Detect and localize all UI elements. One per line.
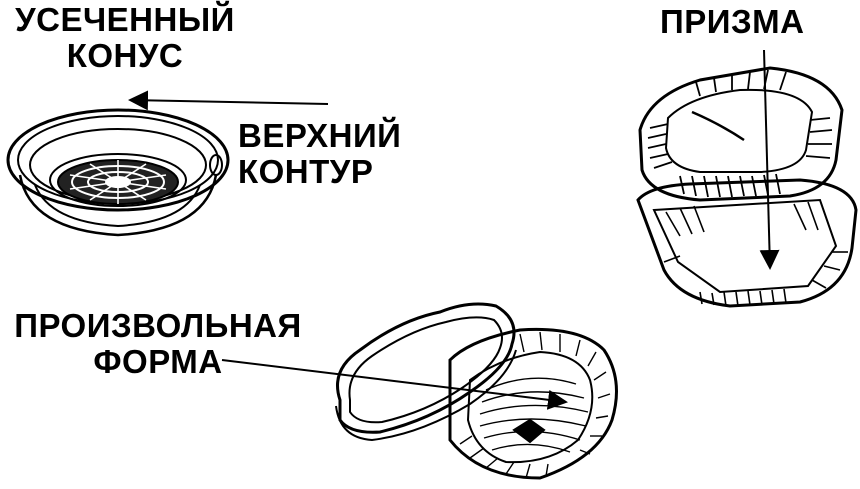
heart-container-illustration	[335, 302, 618, 480]
label-free-form-line1: ПРОИЗВОЛЬНАЯ	[14, 307, 302, 344]
label-free-form: ПРОИЗВОЛЬНАЯ ФОРМА	[2, 308, 314, 380]
free-form-arrow	[221, 359, 568, 410]
label-free-form-line2: ФОРМА	[93, 343, 223, 380]
top-contour-arrow	[128, 90, 329, 111]
square-container-illustration	[636, 66, 858, 308]
label-top-contour-line2: КОНТУР	[238, 153, 374, 190]
label-prism-line1: ПРИЗМА	[660, 3, 805, 40]
label-top-contour-line1: ВЕРХНИЙ	[238, 117, 402, 154]
prism-arrow	[759, 49, 780, 270]
round-bowl-illustration	[6, 108, 230, 237]
label-truncated-cone-line2: КОНУС	[66, 37, 184, 74]
label-prism: ПРИЗМА	[660, 4, 804, 40]
label-truncated-cone-line1: УСЕЧЕННЫЙ	[15, 1, 235, 38]
label-top-contour: ВЕРХНИЙ КОНТУР	[238, 118, 401, 190]
label-truncated-cone: УСЕЧЕННЫЙ КОНУС	[6, 2, 244, 74]
